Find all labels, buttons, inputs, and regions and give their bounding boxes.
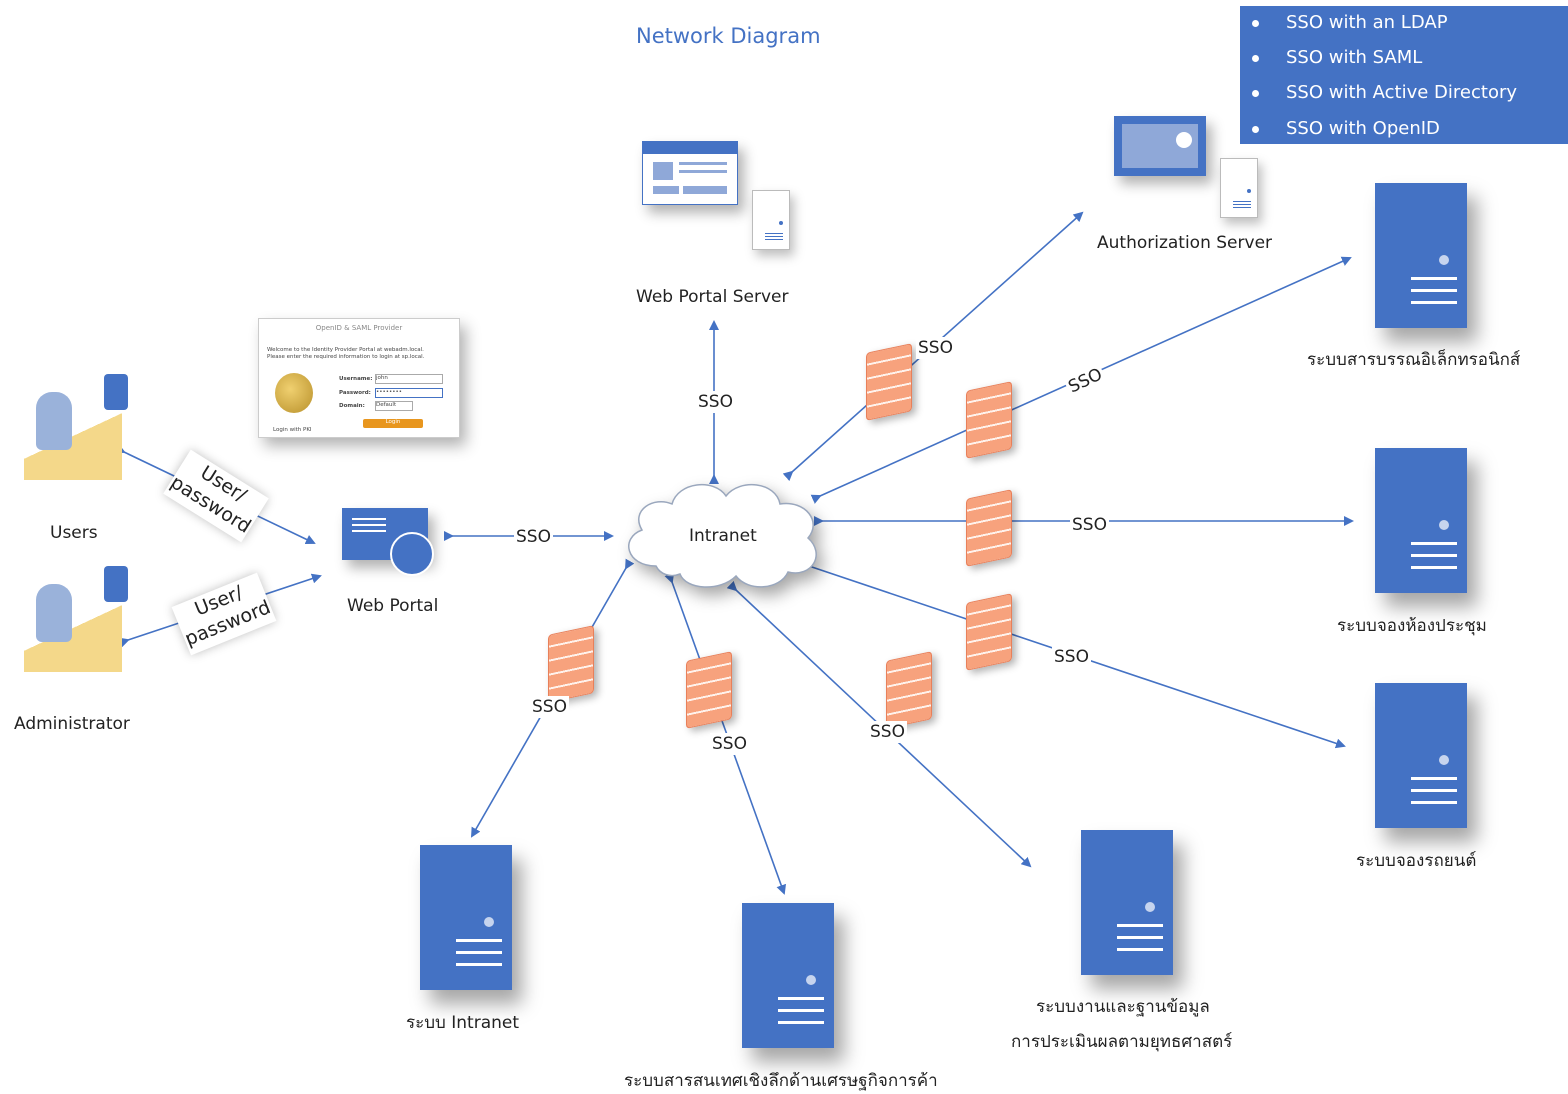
bullet-icon bbox=[1252, 90, 1259, 97]
administrator-label: Administrator bbox=[14, 714, 130, 734]
bullet-icon bbox=[1252, 126, 1259, 133]
meeting-room-system-label: ระบบจองห้องประชุม bbox=[1337, 616, 1487, 636]
sso-label: SSO bbox=[868, 721, 907, 743]
username-field[interactable]: john bbox=[375, 374, 443, 384]
certificate-icon bbox=[1114, 116, 1206, 176]
login-welcome: Welcome to the Identity Provider Portal … bbox=[267, 347, 424, 353]
pki-link[interactable]: Login with PKI bbox=[273, 427, 312, 433]
password-value: •••••••• bbox=[376, 389, 402, 395]
web-portal-server-label: Web Portal Server bbox=[636, 287, 789, 307]
firewall-icon bbox=[966, 489, 1012, 567]
server-small-icon bbox=[1220, 158, 1258, 218]
person-icon bbox=[36, 392, 72, 450]
firewall-icon bbox=[548, 625, 594, 703]
login-title: OpenID & SAML Provider bbox=[315, 324, 403, 332]
intranet-cloud-icon bbox=[628, 483, 817, 588]
server-icon bbox=[1375, 183, 1467, 328]
mobile-phone-icon bbox=[104, 374, 128, 410]
sso-label: SSO bbox=[514, 526, 553, 548]
authorization-server-label: Authorization Server bbox=[1097, 233, 1273, 253]
firewall-icon bbox=[686, 651, 732, 729]
domain-select[interactable]: Default bbox=[375, 401, 413, 411]
sso-label: SSO bbox=[530, 696, 569, 718]
sso-label: SSO bbox=[1070, 514, 1109, 536]
password-field[interactable]: •••••••• bbox=[375, 388, 443, 398]
sso-options-list: SSO with an LDAP SSO with SAML SSO with … bbox=[1240, 6, 1568, 144]
sso-label: SSO bbox=[696, 391, 735, 413]
diagram-title: Network Diagram bbox=[636, 24, 821, 48]
username-value: john bbox=[376, 375, 388, 381]
globe-icon bbox=[390, 532, 434, 576]
bullet-icon bbox=[1252, 55, 1259, 62]
server-icon bbox=[1375, 683, 1467, 828]
firewall-icon bbox=[886, 651, 932, 729]
server-icon bbox=[742, 903, 834, 1048]
firewall-icon bbox=[866, 343, 912, 421]
strategy-system-label-line2: การประเมินผลตามยุทธศาสตร์ bbox=[1011, 1032, 1233, 1052]
sso-label: SSO bbox=[710, 733, 749, 755]
server-icon bbox=[1375, 448, 1467, 593]
login-form-screenshot: OpenID & SAML Provider Welcome to the Id… bbox=[258, 318, 460, 438]
server-small-icon bbox=[752, 190, 790, 250]
strategy-system-label-line1: ระบบงานและฐานข้อมูล bbox=[1036, 997, 1210, 1017]
login-button[interactable]: Login bbox=[363, 419, 423, 428]
web-portal-window-icon bbox=[642, 141, 738, 205]
trade-insight-system-label: ระบบสารสนเทศเชิงลึกด้านเศรษฐกิจการค้า bbox=[624, 1071, 938, 1091]
intranet-system-label: ระบบ Intranet bbox=[406, 1013, 520, 1033]
keys-icon bbox=[275, 373, 313, 413]
sso-option-ldap: SSO with an LDAP bbox=[1286, 12, 1448, 33]
sso-option-openid: SSO with OpenID bbox=[1286, 118, 1440, 139]
firewall-icon bbox=[966, 381, 1012, 459]
firewall-icon bbox=[966, 593, 1012, 671]
sso-label: SSO bbox=[916, 337, 955, 359]
domain-value: Default bbox=[376, 402, 397, 408]
server-icon bbox=[420, 845, 512, 990]
edoc-system-label: ระบบสารบรรณอิเล็กทรอนิกส์ bbox=[1307, 350, 1521, 370]
username-label: Username: bbox=[339, 376, 373, 382]
sso-option-saml: SSO with SAML bbox=[1286, 47, 1423, 68]
bullet-icon bbox=[1252, 20, 1259, 27]
intranet-label: Intranet bbox=[689, 526, 757, 546]
sso-option-ad: SSO with Active Directory bbox=[1286, 82, 1518, 103]
person-icon bbox=[36, 584, 72, 642]
mobile-phone-icon bbox=[104, 566, 128, 602]
web-portal-label: Web Portal bbox=[347, 596, 439, 616]
login-instruction: Please enter the required information to… bbox=[267, 354, 425, 360]
server-icon bbox=[1081, 830, 1173, 975]
password-label: Password: bbox=[339, 390, 371, 396]
users-label: Users bbox=[50, 523, 98, 543]
car-booking-system-label: ระบบจองรถยนต์ bbox=[1356, 851, 1477, 871]
sso-label: SSO bbox=[1052, 646, 1091, 668]
domain-label: Domain: bbox=[339, 403, 365, 409]
